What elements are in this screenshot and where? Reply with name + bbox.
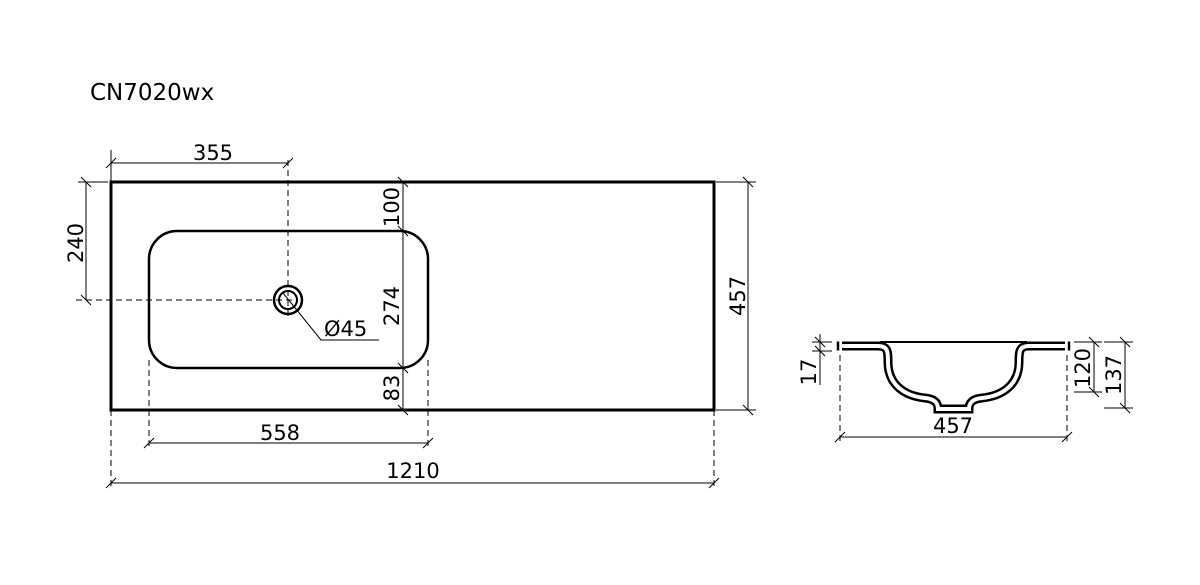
dim-274: 274 (380, 286, 404, 326)
side-view: 17 457 120 137 (797, 334, 1133, 443)
dim-1210: 1210 (386, 459, 439, 483)
dim-drain-diameter: Ø45 (324, 317, 367, 341)
dim-100: 100 (380, 187, 404, 227)
dim-355: 355 (193, 141, 233, 165)
dim-457-side: 457 (933, 414, 973, 438)
top-view: 355 240 100 274 83 Ø45 558 1210 457 (64, 141, 756, 490)
dim-17: 17 (797, 359, 821, 386)
dim-137: 137 (1102, 355, 1126, 395)
dim-240: 240 (64, 223, 88, 263)
basin-profile (842, 341, 1065, 414)
dim-83: 83 (380, 375, 404, 402)
dim-457-top: 457 (726, 276, 750, 316)
drain-leader (282, 292, 379, 341)
model-title: CN7020wx (90, 80, 214, 106)
countertop-outline (109, 180, 716, 412)
dim-558: 558 (260, 421, 300, 445)
dim-120: 120 (1071, 348, 1095, 388)
